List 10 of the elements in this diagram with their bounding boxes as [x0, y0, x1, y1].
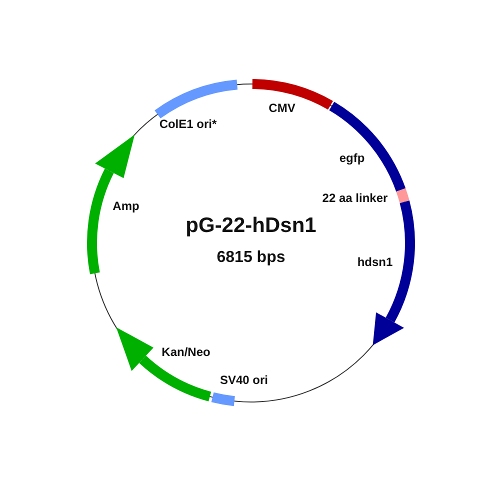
feature-label: 22 aa linker — [322, 191, 388, 205]
feature-label: Amp — [112, 199, 140, 213]
feature-label: CMV — [268, 101, 296, 115]
feature-label: SV40 ori — [220, 373, 268, 387]
feature-label: egfp — [339, 151, 365, 165]
feature-label: Kan/Neo — [162, 345, 210, 359]
feature-label: ColE1 ori* — [159, 117, 217, 131]
plasmid-size: 6815 bps — [216, 249, 286, 267]
plasmid-name: pG-22-hDsn1 — [186, 214, 316, 238]
feature-label: hdsn1 — [357, 255, 393, 269]
